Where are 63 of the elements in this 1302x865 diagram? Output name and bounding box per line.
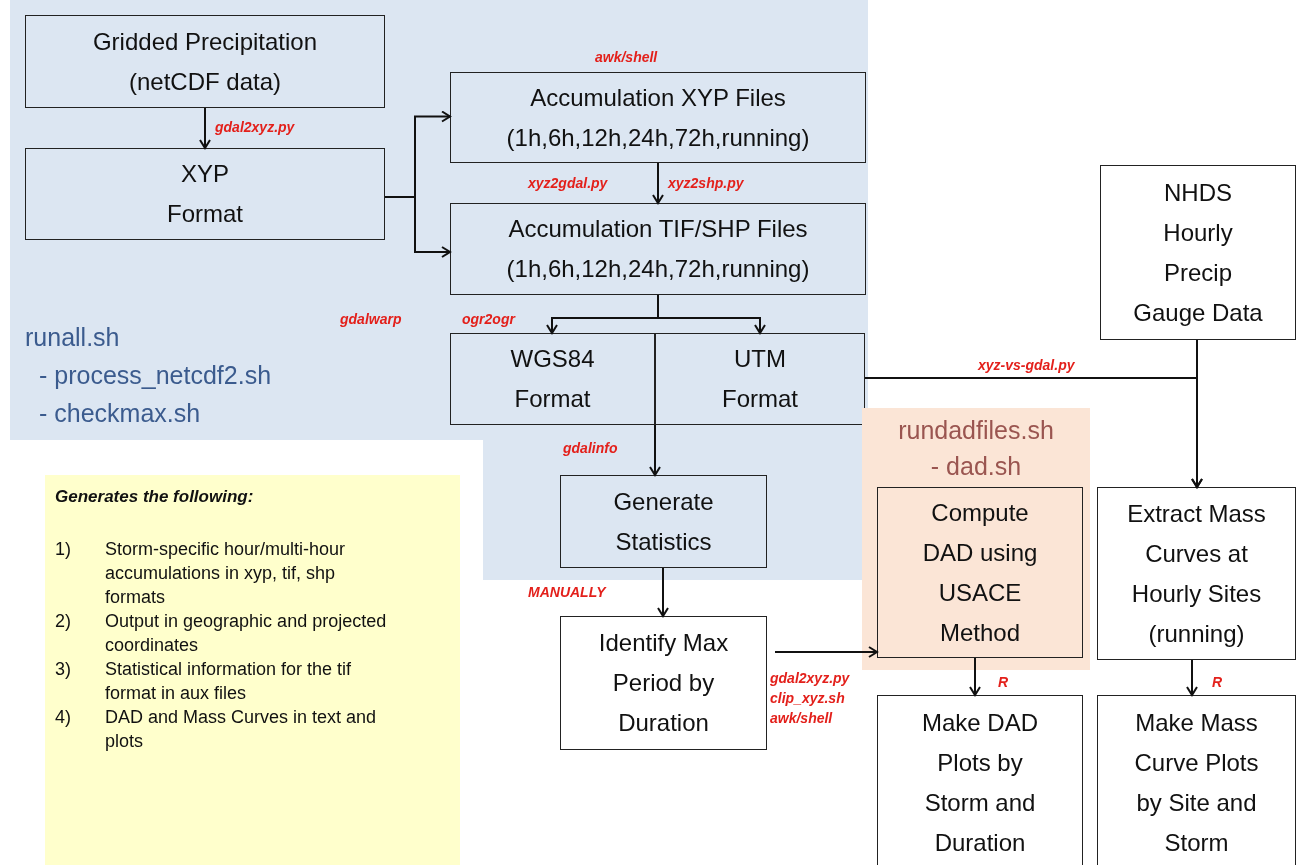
arrow	[774, 646, 878, 658]
script-name: - dad.sh	[930, 451, 1022, 482]
arrow	[657, 567, 669, 617]
process-box	[560, 616, 767, 750]
process-box	[1100, 165, 1296, 340]
edge-label: ogr2ogr	[462, 310, 515, 329]
arrow	[649, 424, 661, 476]
process-box	[1097, 487, 1296, 660]
process-box	[877, 487, 1083, 658]
box-label: Compute DAD using USACE Method	[921, 497, 1039, 648]
script-name: rundadfiles.sh	[898, 415, 1054, 446]
edge-label: xyz-vs-gdal.py	[978, 356, 1075, 375]
list-item: Statistical information for the tif format in aux files	[105, 658, 353, 705]
box-label: Make DAD Plots by Storm and Duration	[921, 707, 1039, 858]
list-item: Output in geographic and projected coordinates	[105, 610, 388, 657]
edge-label: R	[1212, 673, 1223, 692]
box-label: Accumulation TIF/SHP Files (1h,6h,12h,24h,72h,running)	[505, 214, 811, 284]
process-box	[25, 15, 385, 108]
script-name: - checkmax.sh	[38, 398, 202, 429]
script-label: gdalwarp	[340, 310, 402, 329]
box-label: Generate Statistics	[612, 486, 715, 557]
box-label: XYP Format	[166, 159, 244, 229]
script-name: runall.sh	[25, 322, 121, 353]
edge-label: MANUALLY	[528, 583, 606, 602]
list-number: 4)	[55, 706, 72, 729]
process-box	[25, 148, 385, 240]
box-label: WGS84 Format	[509, 344, 596, 414]
process-box	[450, 333, 655, 425]
list-number: 2)	[55, 610, 72, 633]
box-label: UTM Format	[721, 344, 799, 414]
script-label: awk/shell	[595, 48, 658, 67]
box-label: Extract Mass Curves at Hourly Sites (running)	[1126, 498, 1267, 649]
list-item: DAD and Mass Curves in text and plots	[105, 706, 378, 753]
script-name: - process_netcdf2.sh	[38, 360, 272, 391]
note-box	[45, 475, 460, 865]
arrow	[652, 162, 664, 204]
box-label: Gridded Precipitation (netCDF data)	[91, 26, 319, 97]
edge-label: gdalinfo	[563, 439, 618, 458]
arrow	[384, 196, 451, 258]
arrow	[1191, 339, 1203, 488]
list-number: 1)	[55, 538, 72, 561]
box-label: Accumulation XYP Files (1h,6h,12h,24h,72h,running)	[505, 82, 811, 153]
process-box	[560, 475, 767, 568]
note-heading: Generates the following:	[55, 487, 255, 507]
arrow	[1186, 659, 1198, 696]
process-box	[655, 333, 865, 425]
box-label: Identify Max Period by Duration	[597, 628, 730, 738]
edge-label: gdal2xyz.py	[215, 118, 295, 137]
arrow	[199, 107, 211, 149]
process-box	[877, 695, 1083, 865]
script-label: xyz2shp.py	[668, 174, 744, 193]
script-group-background	[862, 408, 1090, 670]
edge-label: R	[998, 673, 1009, 692]
edge-label: xyz2gdal.py	[528, 174, 608, 193]
process-box	[450, 203, 866, 295]
list-item: Storm-specific hour/multi-hour accumulations in xyp, tif, shp formats	[105, 538, 347, 609]
process-box	[450, 72, 866, 163]
edge-label: gdal2xyz.py clip_xyz.sh awk/shell	[770, 669, 851, 728]
arrow	[969, 657, 981, 696]
box-label: Make Mass Curve Plots by Site and Storm	[1133, 707, 1260, 858]
list-number: 3)	[55, 658, 72, 681]
box-label: NHDS Hourly Precip Gauge Data	[1133, 177, 1263, 328]
process-box	[1097, 695, 1296, 865]
